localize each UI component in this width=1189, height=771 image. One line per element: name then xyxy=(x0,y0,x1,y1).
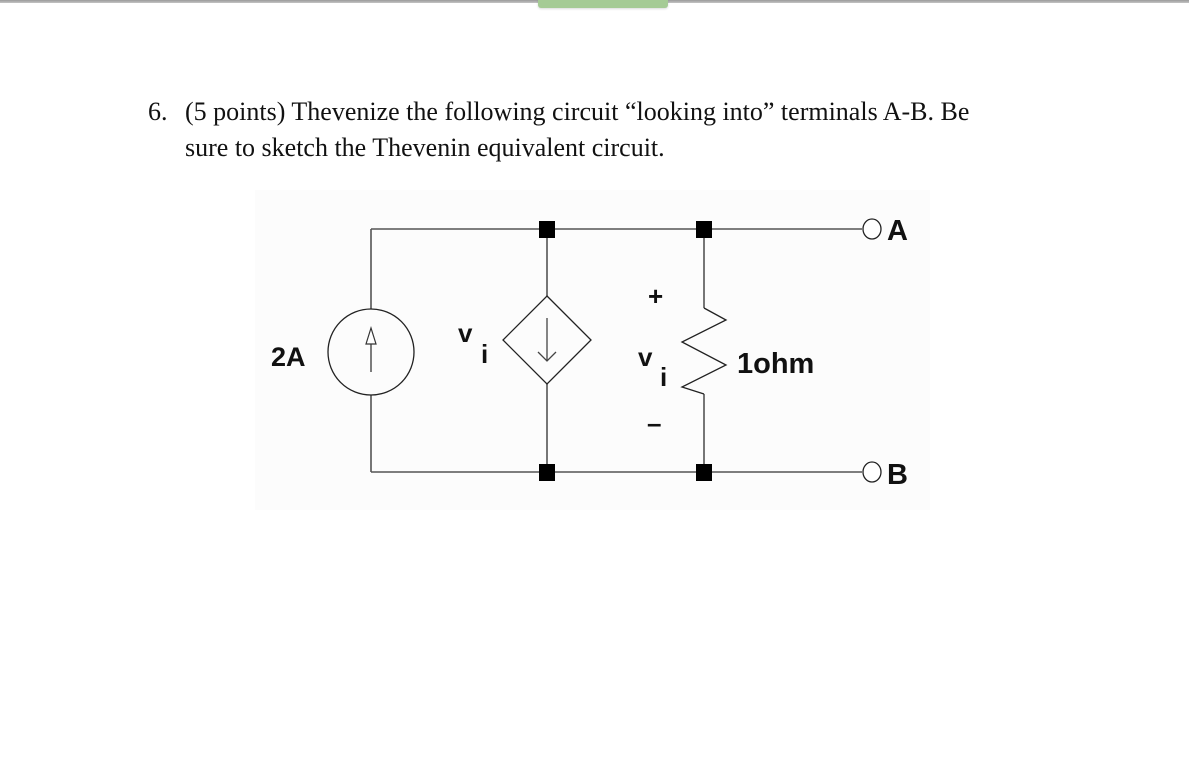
terminal-a-label: A xyxy=(887,215,908,247)
question-line-1: 6. (5 points) Thevenize the following cir… xyxy=(148,94,1048,130)
question-number: 6. xyxy=(148,97,168,126)
arrow-down-head-icon xyxy=(537,351,557,362)
plus-sign: + xyxy=(648,281,663,311)
terminal-b-circle xyxy=(862,461,882,483)
minus-sign: – xyxy=(647,408,661,438)
viewer-tab-handle[interactable] xyxy=(538,0,668,8)
junction-node-bottom-right xyxy=(696,464,712,481)
junction-node-top-left xyxy=(539,221,555,238)
current-source xyxy=(327,308,415,396)
terminal-a-circle xyxy=(862,218,882,240)
terminal-b-label: B xyxy=(887,459,908,491)
resistor-label: 1ohm xyxy=(737,348,814,380)
arrow-up-head-icon xyxy=(365,325,377,345)
question-text: 6. (5 points) Thevenize the following cir… xyxy=(148,94,1048,166)
question-line-2: sure to sketch the Thevenin equivalent c… xyxy=(185,133,665,162)
junction-node-top-right xyxy=(696,221,712,238)
dependent-source xyxy=(502,295,592,385)
resistor-voltage-label-i: i xyxy=(660,362,667,392)
resistor-voltage-label-v: v xyxy=(638,342,653,372)
dependent-source-diamond xyxy=(502,295,592,385)
current-source-circle xyxy=(327,308,415,396)
resistor-zigzag xyxy=(680,307,728,395)
dependent-source-label-i: i xyxy=(481,339,488,369)
question-line-1-text: (5 points) Thevenize the following circu… xyxy=(185,97,970,126)
current-source-label: 2A xyxy=(271,342,306,372)
dependent-source-label-v: v xyxy=(458,318,473,348)
junction-node-bottom-left xyxy=(539,464,555,481)
circuit-figure: 2A v i 1ohm + v i – A B xyxy=(255,190,930,510)
